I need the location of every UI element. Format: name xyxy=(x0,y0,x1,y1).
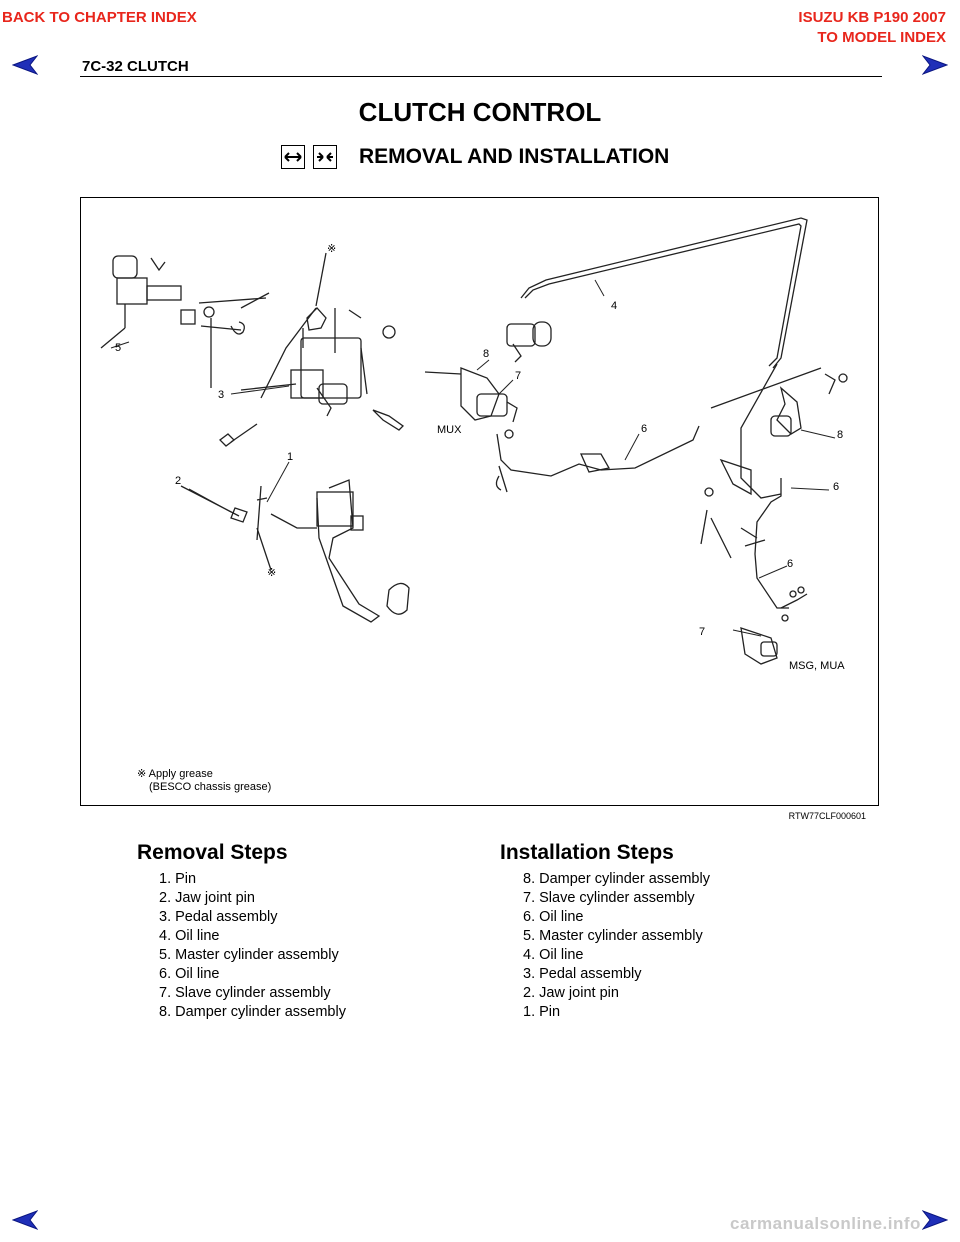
next-page-arrow-icon[interactable] xyxy=(922,55,948,75)
removal-step: 5. Master cylinder assembly xyxy=(159,947,339,963)
removal-step: 8. Damper cylinder assembly xyxy=(159,1004,346,1020)
installation-step: 3. Pedal assembly xyxy=(523,966,642,982)
page-subtitle: REMOVAL AND INSTALLATION xyxy=(359,145,670,168)
label-msg-mua: MSG, MUA xyxy=(789,660,845,672)
label-3: 3 xyxy=(218,389,225,401)
previous-page-arrow-bottom-icon[interactable] xyxy=(12,1210,38,1230)
next-page-arrow-bottom-icon[interactable] xyxy=(922,1210,948,1230)
header-divider xyxy=(80,76,882,77)
label-6-msg-lower: 6 xyxy=(787,558,794,570)
grease-mark-upper: ※ xyxy=(327,243,337,255)
label-6-mux: 6 xyxy=(641,423,648,435)
installation-step: 2. Jaw joint pin xyxy=(523,985,619,1001)
label-7-msg: 7 xyxy=(699,626,706,638)
clutch-diagram-drawing xyxy=(100,217,848,665)
removal-step: 3. Pedal assembly xyxy=(159,909,278,925)
installation-arrows-icon xyxy=(313,145,337,169)
removal-step: 4. Oil line xyxy=(159,928,220,944)
label-7-mux: 7 xyxy=(515,370,522,382)
removal-step: 6. Oil line xyxy=(159,966,220,982)
label-1: 1 xyxy=(287,451,294,463)
removal-step: 2. Jaw joint pin xyxy=(159,890,255,906)
installation-step: 1. Pin xyxy=(523,1004,561,1020)
label-mux: MUX xyxy=(437,424,462,436)
removal-steps-heading: Removal Steps xyxy=(137,841,288,864)
previous-page-arrow-icon[interactable] xyxy=(12,55,38,75)
back-to-chapter-index-link[interactable]: BACK TO CHAPTER INDEX xyxy=(2,9,197,26)
removal-step: 7. Slave cylinder assembly xyxy=(159,985,331,1001)
subtitle-row: REMOVAL AND INSTALLATION xyxy=(281,145,669,169)
clutch-control-diagram: 5 3 1 2 ※ ※ 4 8 7 MUX 6 8 6 6 7 MSG, MUA… xyxy=(80,197,879,806)
installation-step: 6. Oil line xyxy=(523,909,584,925)
label-6-msg-upper: 6 xyxy=(833,481,840,493)
to-model-index-link[interactable]: TO MODEL INDEX xyxy=(817,29,946,46)
grease-note-line1: ※ Apply grease xyxy=(137,768,213,780)
model-title: ISUZU KB P190 2007 xyxy=(798,9,946,26)
site-watermark: carmanualsonline.info xyxy=(730,1214,921,1233)
label-5: 5 xyxy=(115,342,122,354)
grease-mark-lower: ※ xyxy=(267,567,277,579)
removal-step: 1. Pin xyxy=(159,871,197,887)
page-title: CLUTCH CONTROL xyxy=(358,97,602,127)
installation-step: 4. Oil line xyxy=(523,947,584,963)
figure-code: RTW77CLF000601 xyxy=(788,811,866,821)
grease-note-line2: (BESCO chassis grease) xyxy=(149,781,272,793)
label-4: 4 xyxy=(611,300,618,312)
page-header: 7C-32 CLUTCH xyxy=(82,58,189,75)
installation-step: 5. Master cylinder assembly xyxy=(523,928,703,944)
installation-step: 8. Damper cylinder assembly xyxy=(523,871,710,887)
installation-steps-heading: Installation Steps xyxy=(500,841,674,864)
removal-arrows-icon xyxy=(281,145,305,169)
label-2: 2 xyxy=(175,475,182,487)
label-8-mux: 8 xyxy=(483,348,490,360)
installation-steps-list: 8. Damper cylinder assembly 7. Slave cyl… xyxy=(523,870,710,1022)
installation-step: 7. Slave cylinder assembly xyxy=(523,890,695,906)
removal-steps-list: 1. Pin 2. Jaw joint pin 3. Pedal assembl… xyxy=(159,870,346,1022)
label-8-msg: 8 xyxy=(837,429,844,441)
